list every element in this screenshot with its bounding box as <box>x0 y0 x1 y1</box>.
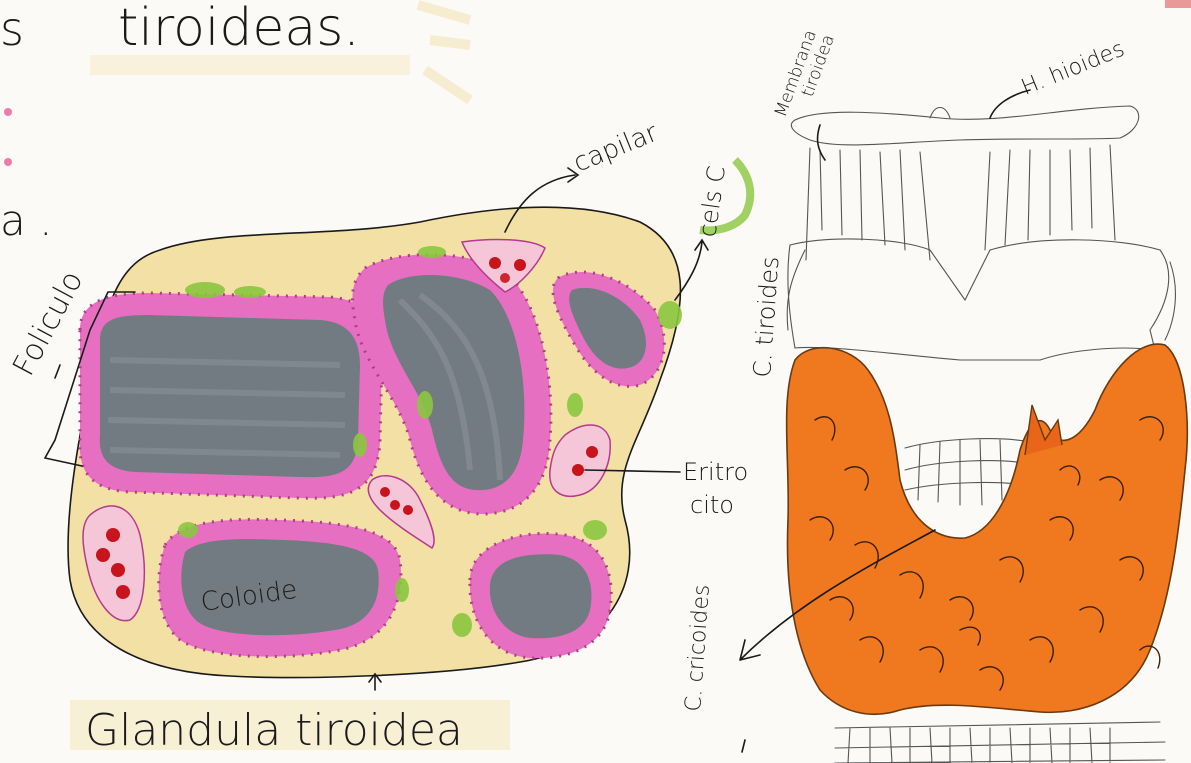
hyoid-bone <box>791 106 1138 145</box>
diagram-title: Glandula tiroidea <box>85 705 463 756</box>
thyrohyoid-membrane <box>806 145 1115 260</box>
header-left-fragment: s <box>0 2 24 56</box>
follicle-1 <box>80 293 382 498</box>
trachea <box>835 722 1165 763</box>
label-eritrocito-1: Eritro <box>683 458 748 486</box>
label-eritrocito-2: cito <box>690 491 734 519</box>
margin-fragment: a . <box>0 196 52 245</box>
label-cartilago-cricoides: C. cricoides <box>681 584 715 713</box>
follicle-5 <box>470 533 611 658</box>
thyroid-cartilage <box>788 239 1169 360</box>
label-foliculo: Foliculo <box>6 265 90 382</box>
label-hioides: H. hioides <box>1018 37 1128 101</box>
thyroid-gland <box>787 344 1188 714</box>
label-cartilago-tiroides: C. tiroides <box>748 255 784 378</box>
histology-diagram: Foliculo capilar cels C Eritro cito Colo… <box>6 118 750 690</box>
header-title: tiroideas. <box>118 0 360 58</box>
label-capilar: capilar <box>569 118 662 179</box>
foliculo-tick <box>55 365 60 378</box>
extra-pointer <box>742 740 745 752</box>
anatomy-sketch <box>740 90 1187 763</box>
